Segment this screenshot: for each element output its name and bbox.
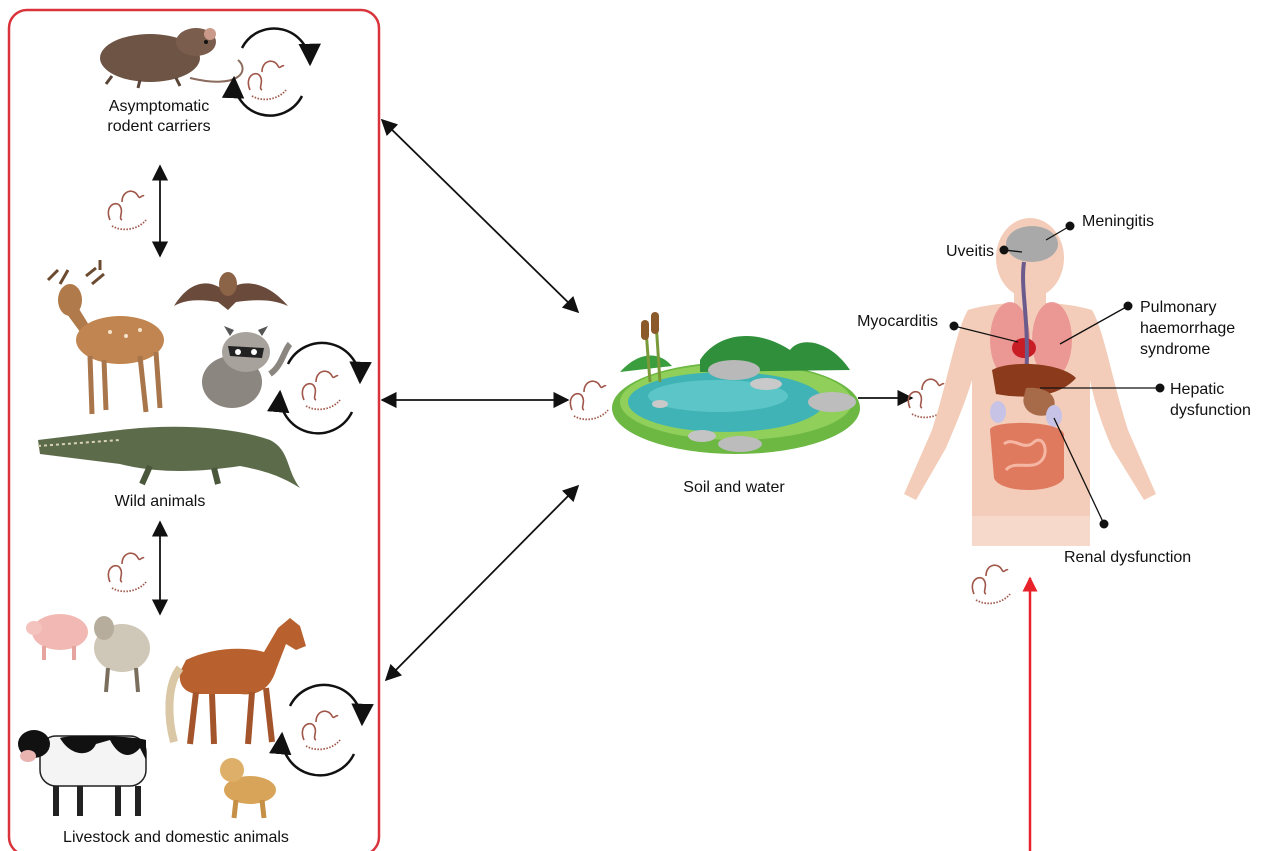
dog-icon (220, 758, 276, 818)
pond-icon (612, 312, 860, 454)
cow-icon (18, 730, 146, 816)
sheep-icon (94, 616, 150, 692)
horse-icon (169, 618, 306, 744)
cycle-arrows-icon (282, 685, 362, 775)
rodent-soil-arrow (382, 120, 578, 312)
uveitis-label: Uveitis (946, 243, 994, 260)
leptospira-icon (108, 553, 146, 591)
cycle-arrows-icon (280, 343, 360, 433)
wild-animals-label: Wild animals (115, 493, 206, 510)
hepatic-label-line1: Hepatic (1170, 381, 1224, 398)
myocarditis-label: Myocarditis (857, 313, 938, 330)
pulmonary-label-line1: Pulmonary (1140, 299, 1216, 316)
livestock-soil-arrow (386, 486, 578, 680)
pig-icon (26, 614, 88, 660)
deer-icon (48, 260, 164, 414)
rat-icon (100, 28, 243, 88)
rodent-carriers-label-line2: rodent carriers (107, 118, 210, 135)
pulmonary-label-line2: haemorrhage (1140, 320, 1235, 337)
cycle-arrows-icon (234, 28, 310, 115)
human-body-icon (904, 218, 1156, 546)
soil-water-label: Soil and water (683, 479, 785, 496)
bat-icon (174, 272, 288, 310)
leptospira-icon (302, 711, 340, 749)
meningitis-label: Meningitis (1082, 213, 1154, 230)
leptospira-icon (570, 381, 608, 419)
renal-label: Renal dysfunction (1064, 549, 1191, 566)
pulmonary-label-line3: syndrome (1140, 341, 1210, 358)
crocodile-icon (38, 427, 300, 488)
raccoon-icon (202, 326, 290, 408)
leptospira-icon (302, 371, 340, 409)
hepatic-label-line2: dysfunction (1170, 402, 1251, 419)
leptospira-icon (248, 61, 286, 99)
rodent-carriers-label-line1: Asymptomatic (109, 98, 209, 115)
leptospira-icon (972, 565, 1010, 603)
livestock-label: Livestock and domestic animals (63, 829, 289, 846)
leptospira-icon (108, 191, 146, 229)
